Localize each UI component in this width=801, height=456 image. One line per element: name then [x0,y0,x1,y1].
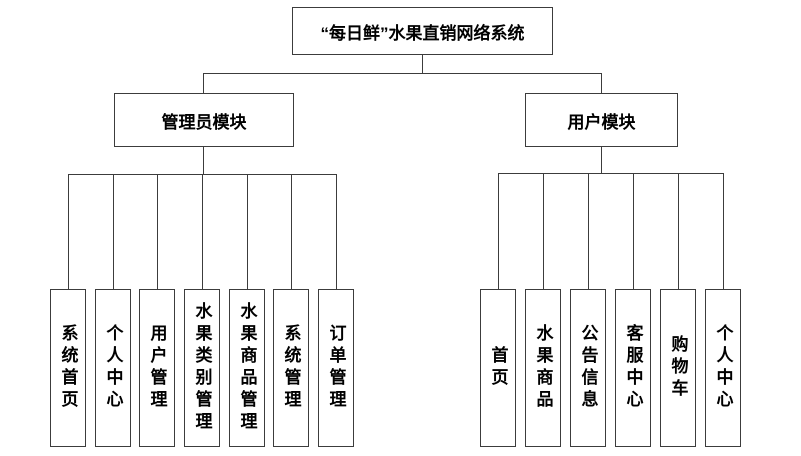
tree-leaf: 公告信息 [570,289,606,447]
branch-node-label: 管理员模块 [161,112,247,132]
connector-leaf-drop [678,173,679,289]
tree-leaf: 首页 [480,289,516,447]
tree-leaf: 订单管理 [318,289,354,447]
connector-leaf-drop [291,174,292,289]
connector-leaf-drop [113,174,114,289]
tree-leaf-label: 公告信息 [578,324,598,412]
tree-leaf-label: 水果商品 [533,324,553,412]
tree-leaf-label: 购物车 [668,335,688,401]
connector-root-drop [422,55,423,73]
tree-leaf-label: 订单管理 [326,324,346,412]
connector-leaf-drop [157,174,158,289]
tree-leaf: 个人中心 [705,289,741,447]
tree-leaf: 用户管理 [139,289,175,447]
connector-leaf-drop [336,174,337,289]
root-node-label: “每日鲜”水果直销网络系统 [320,23,525,43]
tree-leaf: 购物车 [660,289,696,447]
tree-leaf-label: 系统管理 [281,324,301,412]
branch-node-label: 用户模块 [567,112,636,132]
branch-node-user: 用户模块 [525,93,678,147]
tree-leaf: 系统管理 [273,289,309,447]
tree-leaf-label: 个人中心 [713,324,733,412]
root-node: “每日鲜”水果直销网络系统 [292,7,553,55]
tree-leaf: 水果商品管理 [229,289,265,447]
connector-admin-drop [203,147,204,174]
tree-leaf-label: 首页 [488,346,508,390]
connector-top-span [203,73,602,74]
connector-user-rise [601,73,602,93]
tree-leaf: 水果商品 [525,289,561,447]
connector-leaf-drop [588,173,589,289]
connector-leaf-drop [247,174,248,289]
tree-leaf-label: 个人中心 [103,324,123,412]
connector-admin-rise [203,73,204,93]
tree-leaf: 水果类别管理 [184,289,220,447]
tree-leaf-label: 客服中心 [623,324,643,412]
tree-leaf-label: 水果商品管理 [237,302,257,434]
tree-leaf-label: 水果类别管理 [192,302,212,434]
connector-leaf-drop [202,174,203,289]
connector-user-span [498,173,724,174]
branch-node-admin: 管理员模块 [114,93,294,147]
connector-user-drop [601,147,602,173]
connector-leaf-drop [543,173,544,289]
tree-leaf: 客服中心 [615,289,651,447]
tree-leaf: 个人中心 [95,289,131,447]
tree-leaf: 系统首页 [50,289,86,447]
connector-leaf-drop [633,173,634,289]
connector-leaf-drop [68,174,69,289]
connector-leaf-drop [723,173,724,289]
tree-leaf-label: 用户管理 [147,324,167,412]
connector-leaf-drop [498,173,499,289]
tree-leaf-label: 系统首页 [58,324,78,412]
